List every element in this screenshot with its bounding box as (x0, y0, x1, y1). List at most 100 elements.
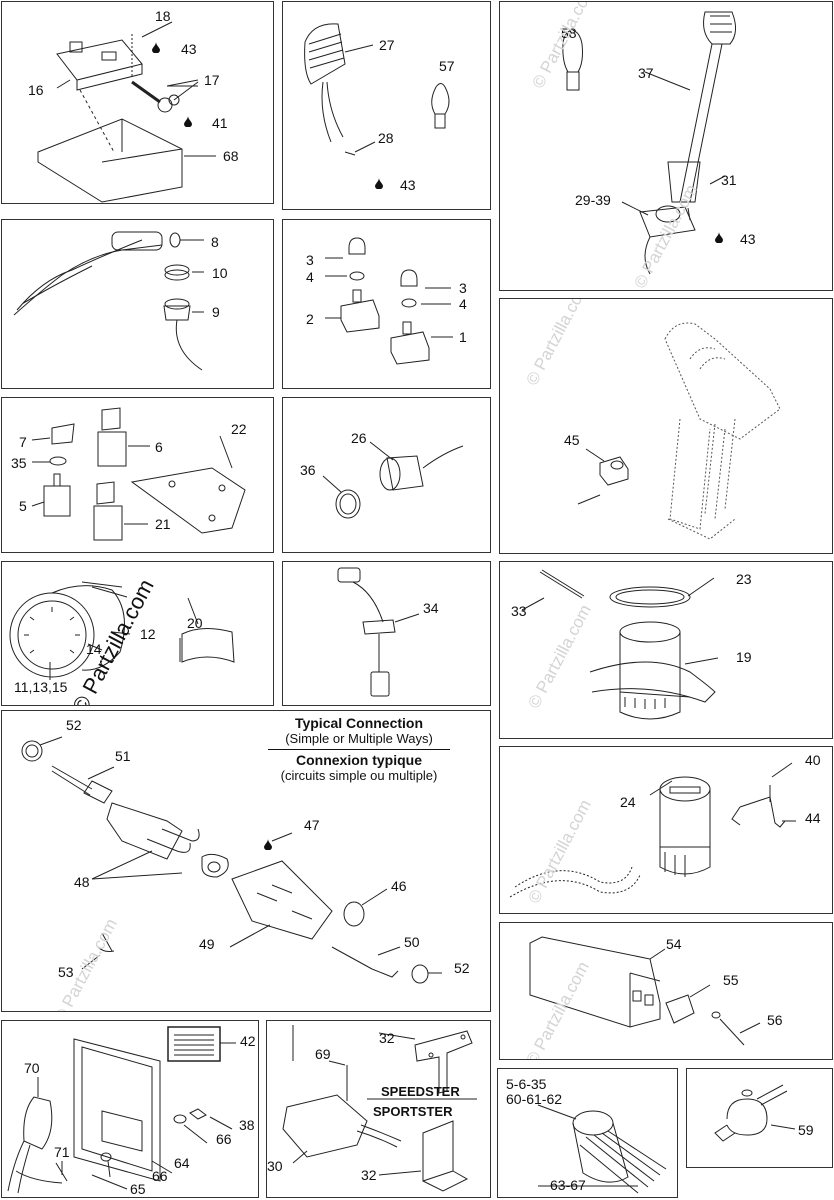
panel-throttle-assembly: 45 © Partzilla.com (499, 298, 833, 554)
cable-clamp-drawing (714, 1084, 796, 1142)
callout-21: 21 (155, 516, 171, 532)
lubricant-drop-icon (152, 42, 160, 53)
pump-housing-drawing (521, 569, 719, 720)
callout-22: 22 (231, 421, 247, 437)
callout-12: 12 (140, 626, 156, 642)
nav-light-drawing (304, 23, 450, 156)
callout-19: 19 (736, 649, 752, 665)
callout-1: 1 (459, 329, 467, 345)
callout-5: 5 (19, 498, 27, 514)
callout-60-61-62: 60-61-62 (506, 1091, 563, 1107)
callout-40: 40 (805, 752, 821, 768)
callout-46: 46 (391, 878, 407, 894)
callout-56: 56 (767, 1012, 783, 1028)
callout-43: 43 (400, 177, 416, 193)
connector-drawing (21, 736, 442, 984)
callout-59: 59 (798, 1122, 814, 1138)
callout-29-39: 29-39 (575, 192, 611, 208)
panel-rotary-switches: 22 7 6 35 5 21 (1, 397, 274, 553)
callout-52: 52 (66, 717, 82, 733)
callout-17: 17 (204, 72, 220, 88)
callout-30: 30 (267, 1158, 283, 1174)
panel-fuel-sender: 34 (282, 561, 491, 706)
callout-53: 53 (58, 964, 74, 980)
lubricant-drop-icon (184, 116, 192, 127)
callout-71: 71 (54, 1144, 70, 1160)
callout-47: 47 (304, 817, 320, 833)
key-switch-drawing (13, 231, 204, 371)
callout-23: 23 (736, 571, 752, 587)
callout-18: 18 (155, 8, 171, 24)
callout-45: 45 (564, 432, 580, 448)
model-label-speedster: SPEEDSTER (381, 1084, 460, 1099)
callout-37: 37 (638, 65, 654, 81)
callout-65: 65 (130, 1181, 146, 1197)
callout-34: 34 (423, 600, 439, 616)
callout-48: 48 (74, 874, 90, 890)
callout-32: 32 (361, 1167, 377, 1183)
callout-68: 68 (223, 148, 239, 164)
bilge-pump-drawing (509, 762, 796, 898)
panel-bilge-pump: 40 24 44 © Partzilla.com (499, 746, 833, 914)
callout-58: 58 (561, 25, 577, 41)
callout-9: 9 (212, 304, 220, 320)
panel-push-switches: 3 4 3 4 2 1 (282, 219, 491, 389)
caption-divider (268, 749, 450, 750)
callout-4: 4 (306, 269, 314, 285)
callout-54: 54 (666, 936, 682, 952)
callout-55: 55 (723, 972, 739, 988)
callout-35: 35 (11, 455, 27, 471)
panel-fuse-holder: 54 55 56 © Partzilla.com (499, 922, 833, 1060)
callout-44: 44 (805, 810, 821, 826)
callout-26: 26 (351, 430, 367, 446)
fuel-sender-drawing (337, 567, 420, 697)
model-label-sportster: SPORTSTER (373, 1104, 453, 1119)
callout-66: 66 (216, 1131, 232, 1147)
callout-31: 31 (721, 172, 737, 188)
panel-harness-connector: 5-6-35 60-61-62 63-67 (497, 1068, 678, 1198)
panel-temperature-sensor: 26 36 (282, 397, 491, 553)
callout-70: 70 (24, 1060, 40, 1076)
callout-8: 8 (211, 234, 219, 250)
caption-subtitle-en: (Simple or Multiple Ways) (285, 731, 433, 746)
callout-43: 43 (740, 231, 756, 247)
callout-57: 57 (439, 58, 455, 74)
callout-11-13-15: 11,13,15 (14, 679, 68, 695)
callout-49: 49 (199, 936, 215, 952)
shift-lever-drawing (562, 11, 736, 275)
callout-52: 52 (454, 960, 470, 976)
callout-2: 2 (306, 311, 314, 327)
gauge-drawing (9, 581, 235, 680)
regulator-drawing (282, 1025, 477, 1192)
callout-63-67: 63-67 (550, 1177, 586, 1193)
panel-key-switch: 8 10 9 (1, 219, 274, 389)
callout-41: 41 (212, 115, 228, 131)
callout-69: 69 (315, 1046, 331, 1062)
callout-28: 28 (378, 130, 394, 146)
panel-cable-clamp: 59 (686, 1068, 833, 1168)
callout-5-6-35: 5-6-35 (506, 1076, 547, 1092)
callout-27: 27 (379, 37, 395, 53)
callout-16: 16 (28, 82, 44, 98)
caption-subtitle-fr: (circuits simple ou multiple) (280, 768, 438, 783)
callout-38: 38 (239, 1117, 255, 1133)
panel-mount-bracket: 18 43 16 17 41 68 (1, 1, 274, 204)
callout-20: 20 (187, 615, 203, 631)
callout-42: 42 (240, 1033, 256, 1049)
panel-nav-light: 27 57 28 43 (282, 1, 491, 210)
callout-4: 4 (459, 296, 467, 312)
callout-3: 3 (306, 252, 314, 268)
callout-7: 7 (19, 434, 27, 450)
connection-caption: Typical Connection (Simple or Multiple W… (268, 715, 450, 784)
panel-pump-housing: 23 33 19 © Partzilla.com (499, 561, 833, 739)
panel-fuse-box: 42 70 38 66 64 71 66 65 (1, 1020, 259, 1198)
throttle-assembly-drawing (577, 322, 781, 540)
rotary-switches-drawing (31, 407, 246, 541)
callout-6: 6 (155, 439, 163, 455)
panel-regulator: 32 69 SPEEDSTER SPORTSTER 30 32 (266, 1020, 491, 1198)
caption-title-fr: Connexion typique (296, 752, 422, 768)
mount-bracket-drawing (37, 21, 216, 203)
callout-3: 3 (459, 280, 467, 296)
panel-shift-lever: 58 37 31 29-39 43 © Partzilla.com © Part… (499, 1, 833, 291)
push-switches-drawing (325, 237, 453, 365)
